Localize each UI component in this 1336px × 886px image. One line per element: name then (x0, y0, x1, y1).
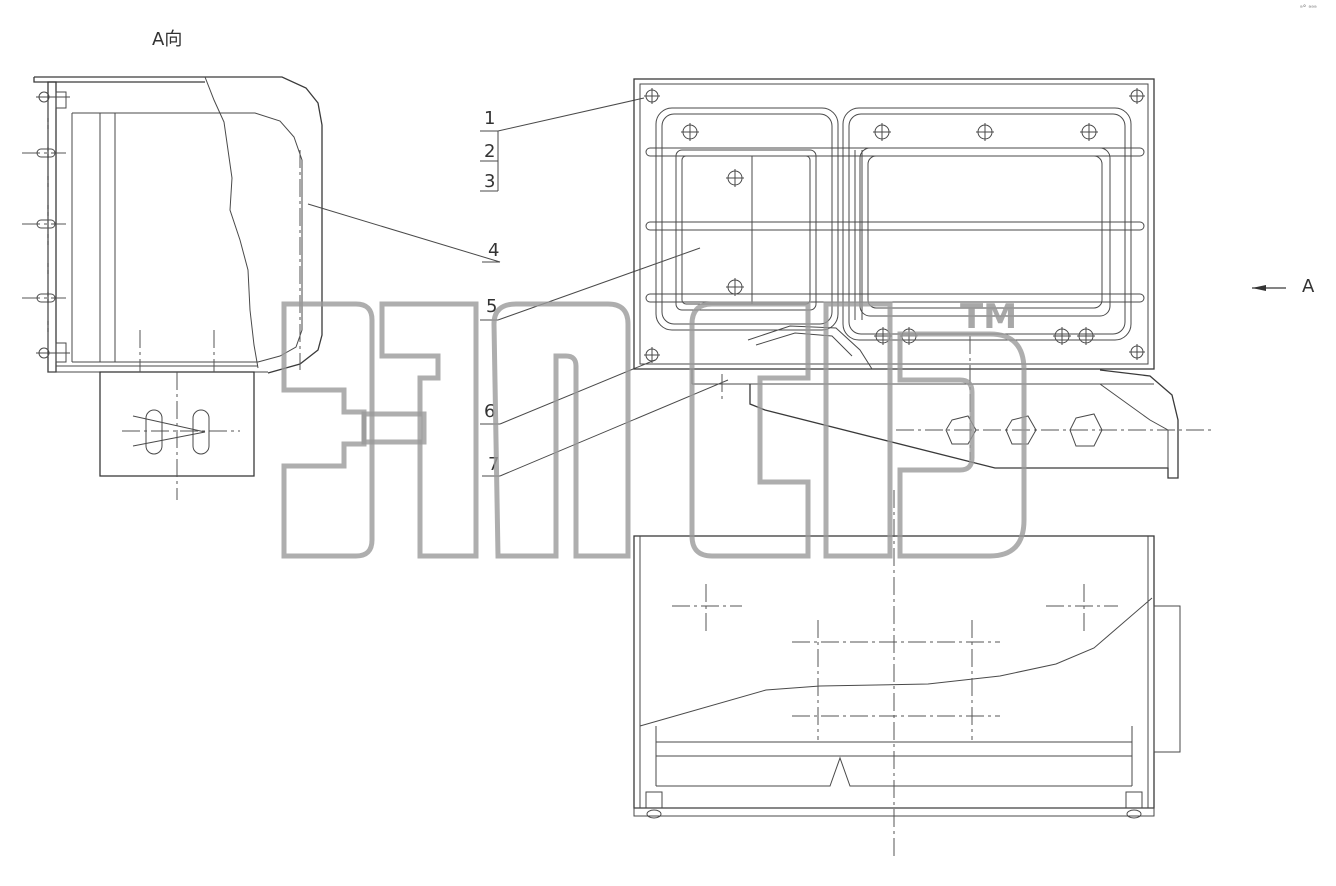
callout-1: 1 (484, 108, 495, 129)
front-view (633, 78, 1214, 479)
arrow-a-label: A (1302, 276, 1315, 297)
view-a-side: A向 (22, 29, 323, 500)
corner-mark: ᵃ° ᵃᵃᵃ (1300, 4, 1317, 12)
plan-view (633, 490, 1181, 860)
callout-4: 4 (488, 240, 499, 261)
callout-3: 3 (484, 171, 495, 192)
watermark-tm: TM (960, 297, 1017, 337)
callout-2: 2 (484, 141, 495, 162)
watermark-logo: TM (281, 297, 1027, 559)
callout-7: 7 (488, 454, 499, 475)
callout-6: 6 (484, 401, 495, 422)
view-a-label: A向 (152, 29, 182, 50)
callout-5: 5 (486, 296, 497, 317)
view-a-arrow: A (1252, 276, 1315, 297)
